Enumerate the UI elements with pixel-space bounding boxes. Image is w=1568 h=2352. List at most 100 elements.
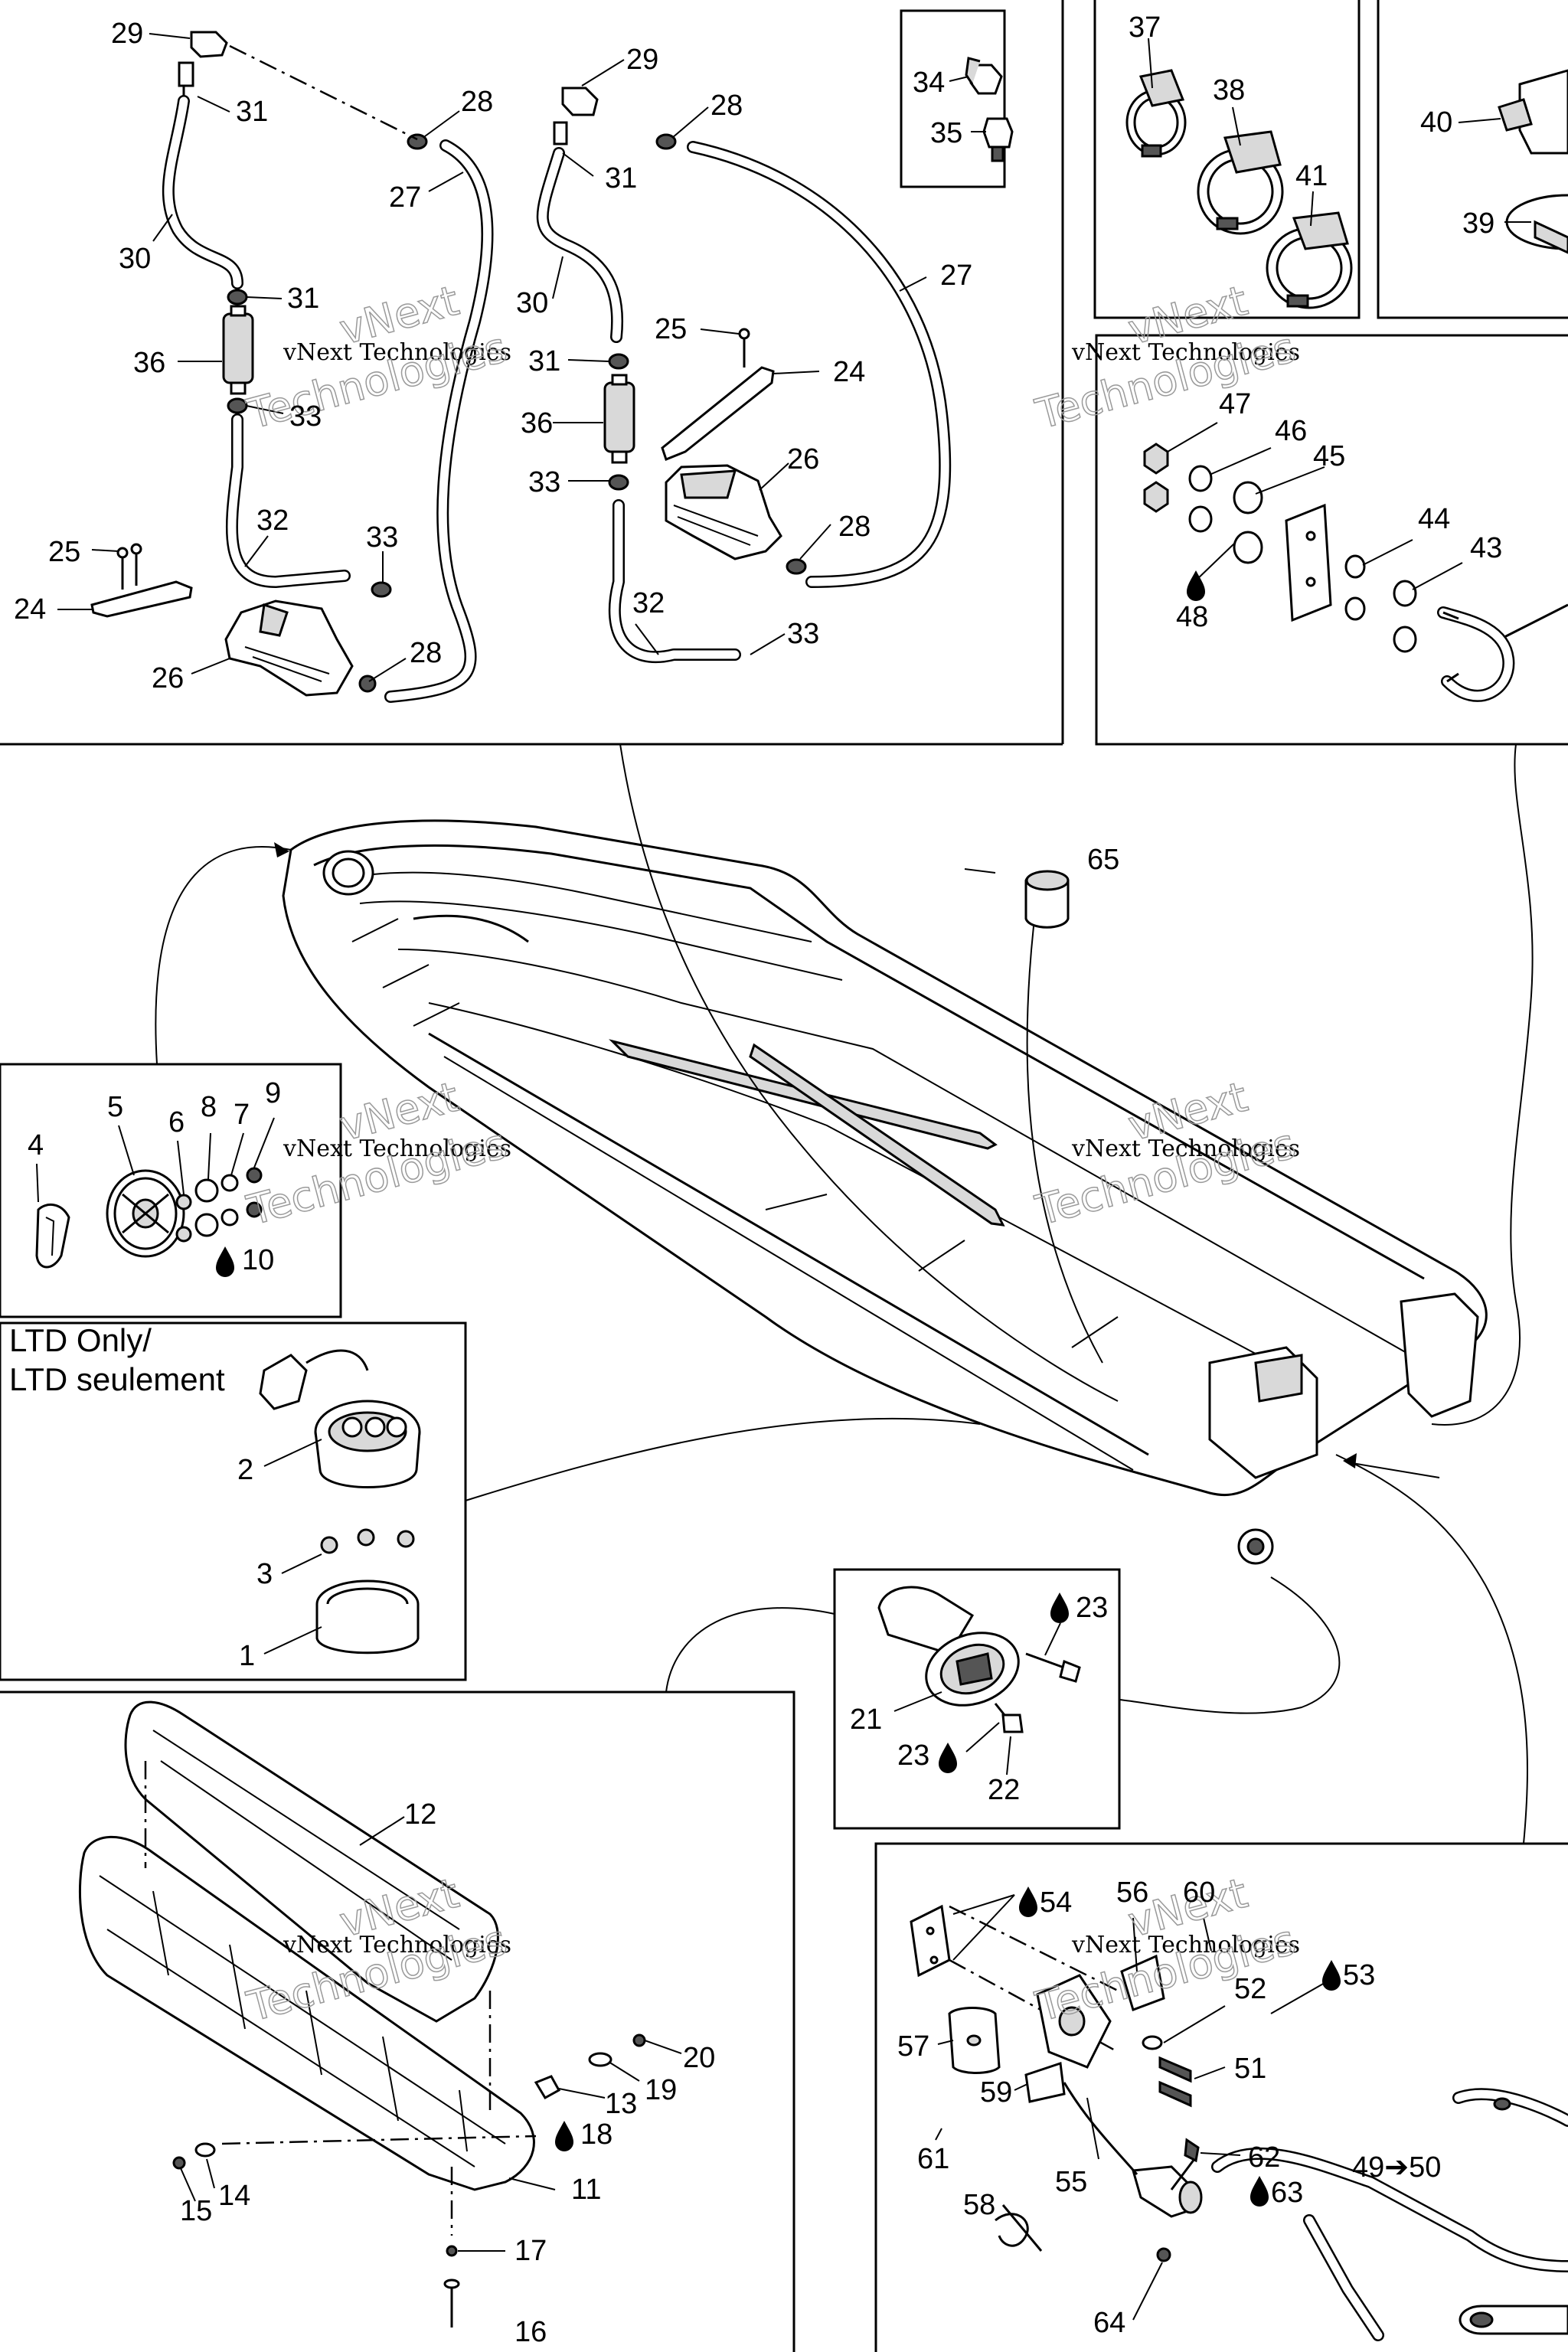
callout-label: 52 (1234, 1973, 1266, 2005)
callout-label: 9 (265, 1077, 281, 1109)
callout-label: 47 (1219, 388, 1251, 420)
callout-label: 61 (917, 2143, 949, 2175)
callout-label: 6 (168, 1106, 185, 1138)
callout-label: 37 (1129, 11, 1161, 44)
ltd-note-line1: LTD Only/ (9, 1322, 152, 1358)
callout-label: 63 (1271, 2177, 1303, 2209)
callout-label: 4 (28, 1129, 44, 1161)
callout-label: 29 (111, 18, 143, 50)
callout-label: 40 (1420, 106, 1452, 139)
callout-label: 24 (833, 356, 865, 388)
callout-label: 32 (256, 505, 289, 537)
sealant-drops (216, 570, 1341, 2207)
sealant-drop-icon (1050, 1592, 1069, 1623)
callout-label: 26 (787, 443, 819, 475)
callout-label: 27 (389, 181, 421, 214)
callout-label: 28 (838, 511, 871, 543)
callout-label: 35 (930, 117, 962, 149)
callout-label: 18 (580, 2118, 612, 2151)
callout-label: 30 (516, 287, 548, 319)
watermark-brand: vNext Technologies (1071, 1135, 1300, 1162)
callout-label: 36 (133, 347, 165, 379)
callout-label: 23 (1076, 1592, 1108, 1624)
callout-label: 65 (1087, 844, 1119, 876)
sealant-drop-icon (1250, 2176, 1269, 2207)
callout-label: 16 (514, 2316, 547, 2348)
callout-labels: 29 28 31 27 30 31 36 33 32 33 25 24 26 2… (14, 11, 1502, 2348)
cover-assembly-4-10 (35, 1167, 263, 1269)
callout-label: 43 (1470, 532, 1502, 564)
callout-label: 27 (940, 260, 972, 292)
callout-label: 19 (645, 2074, 677, 2106)
callout-label: 55 (1055, 2166, 1087, 2198)
callout-label: 33 (366, 521, 398, 554)
drain-plug-21-23 (877, 1586, 1081, 1733)
sealant-drop-icon (216, 1246, 234, 1277)
callout-label: 46 (1275, 415, 1307, 447)
callout-label: 30 (119, 243, 151, 275)
ltd-speaker-1-3 (259, 1349, 421, 1655)
callout-label: 31 (236, 96, 268, 128)
hull-body (155, 743, 1534, 1844)
callout-label: 53 (1343, 1959, 1375, 1991)
callout-label: 25 (48, 536, 80, 568)
callout-label: 56 (1116, 1877, 1148, 1909)
watermark-brand: vNext Technologies (283, 1135, 511, 1162)
watermark-brand: vNext Technologies (283, 339, 511, 366)
callout-label: 24 (14, 593, 46, 626)
rear-handle-51-64 (910, 1904, 1568, 2341)
watermark-brand: vNext Technologies (283, 1932, 511, 1958)
callout-label: 49➔50 (1352, 2151, 1441, 2184)
sealant-drop-icon (555, 2121, 573, 2151)
callout-label: 58 (963, 2189, 995, 2221)
sealant-drop-icon (939, 1743, 957, 1773)
callout-label: 2 (237, 1454, 253, 1486)
callout-label: 48 (1176, 601, 1208, 633)
callout-label: 28 (461, 86, 493, 118)
callout-label: 11 (571, 2174, 601, 2206)
callout-label: 17 (514, 2235, 547, 2267)
callout-label: 31 (287, 283, 319, 315)
callout-label: 14 (218, 2180, 250, 2212)
callout-label: 31 (528, 345, 560, 377)
callout-label: 5 (107, 1091, 123, 1123)
sealant-drop-icon (1187, 570, 1205, 601)
callout-label: 64 (1093, 2307, 1125, 2339)
callout-label: 3 (256, 1558, 273, 1590)
callout-label: 59 (980, 2076, 1012, 2109)
sealant-drop-icon (1019, 1886, 1037, 1917)
callout-label: 38 (1213, 74, 1245, 106)
callout-label: 62 (1248, 2141, 1280, 2174)
parts-39-40 (1498, 69, 1568, 254)
storage-bin-11-20 (78, 1700, 646, 2328)
callout-label: 15 (180, 2195, 212, 2227)
ltd-note-line2: LTD seulement (9, 1361, 225, 1397)
watermark-brand: vNext Technologies (1071, 1932, 1300, 1958)
callout-label: 21 (850, 1704, 882, 1736)
callout-label: 20 (683, 2042, 715, 2074)
callout-label: 12 (404, 1798, 436, 1831)
callout-label: 31 (605, 162, 637, 194)
callout-label: 33 (528, 466, 560, 498)
vent-assembly-right (536, 87, 952, 664)
callout-label: 13 (605, 2088, 637, 2120)
vent-assembly-left (90, 31, 494, 703)
callout-label: 41 (1295, 160, 1328, 192)
watermark-brand: vNext Technologies (1071, 339, 1300, 366)
callout-label: 33 (787, 618, 819, 650)
callout-label: 1 (239, 1640, 255, 1672)
callout-label: 28 (410, 637, 442, 669)
hardware-43-48 (1143, 443, 1568, 702)
callout-label: 44 (1418, 503, 1450, 535)
callout-label: 57 (897, 2030, 929, 2063)
callout-label: 25 (655, 313, 687, 345)
callout-label: 39 (1462, 207, 1494, 240)
sealant-drop-icon (1322, 1960, 1341, 1991)
callout-label: 54 (1040, 1886, 1072, 1919)
callout-label: 10 (242, 1244, 274, 1276)
callout-label: 22 (988, 1774, 1020, 1806)
callout-label: 36 (521, 407, 553, 439)
callout-label: 34 (913, 67, 945, 99)
callout-label: 60 (1183, 1877, 1215, 1909)
